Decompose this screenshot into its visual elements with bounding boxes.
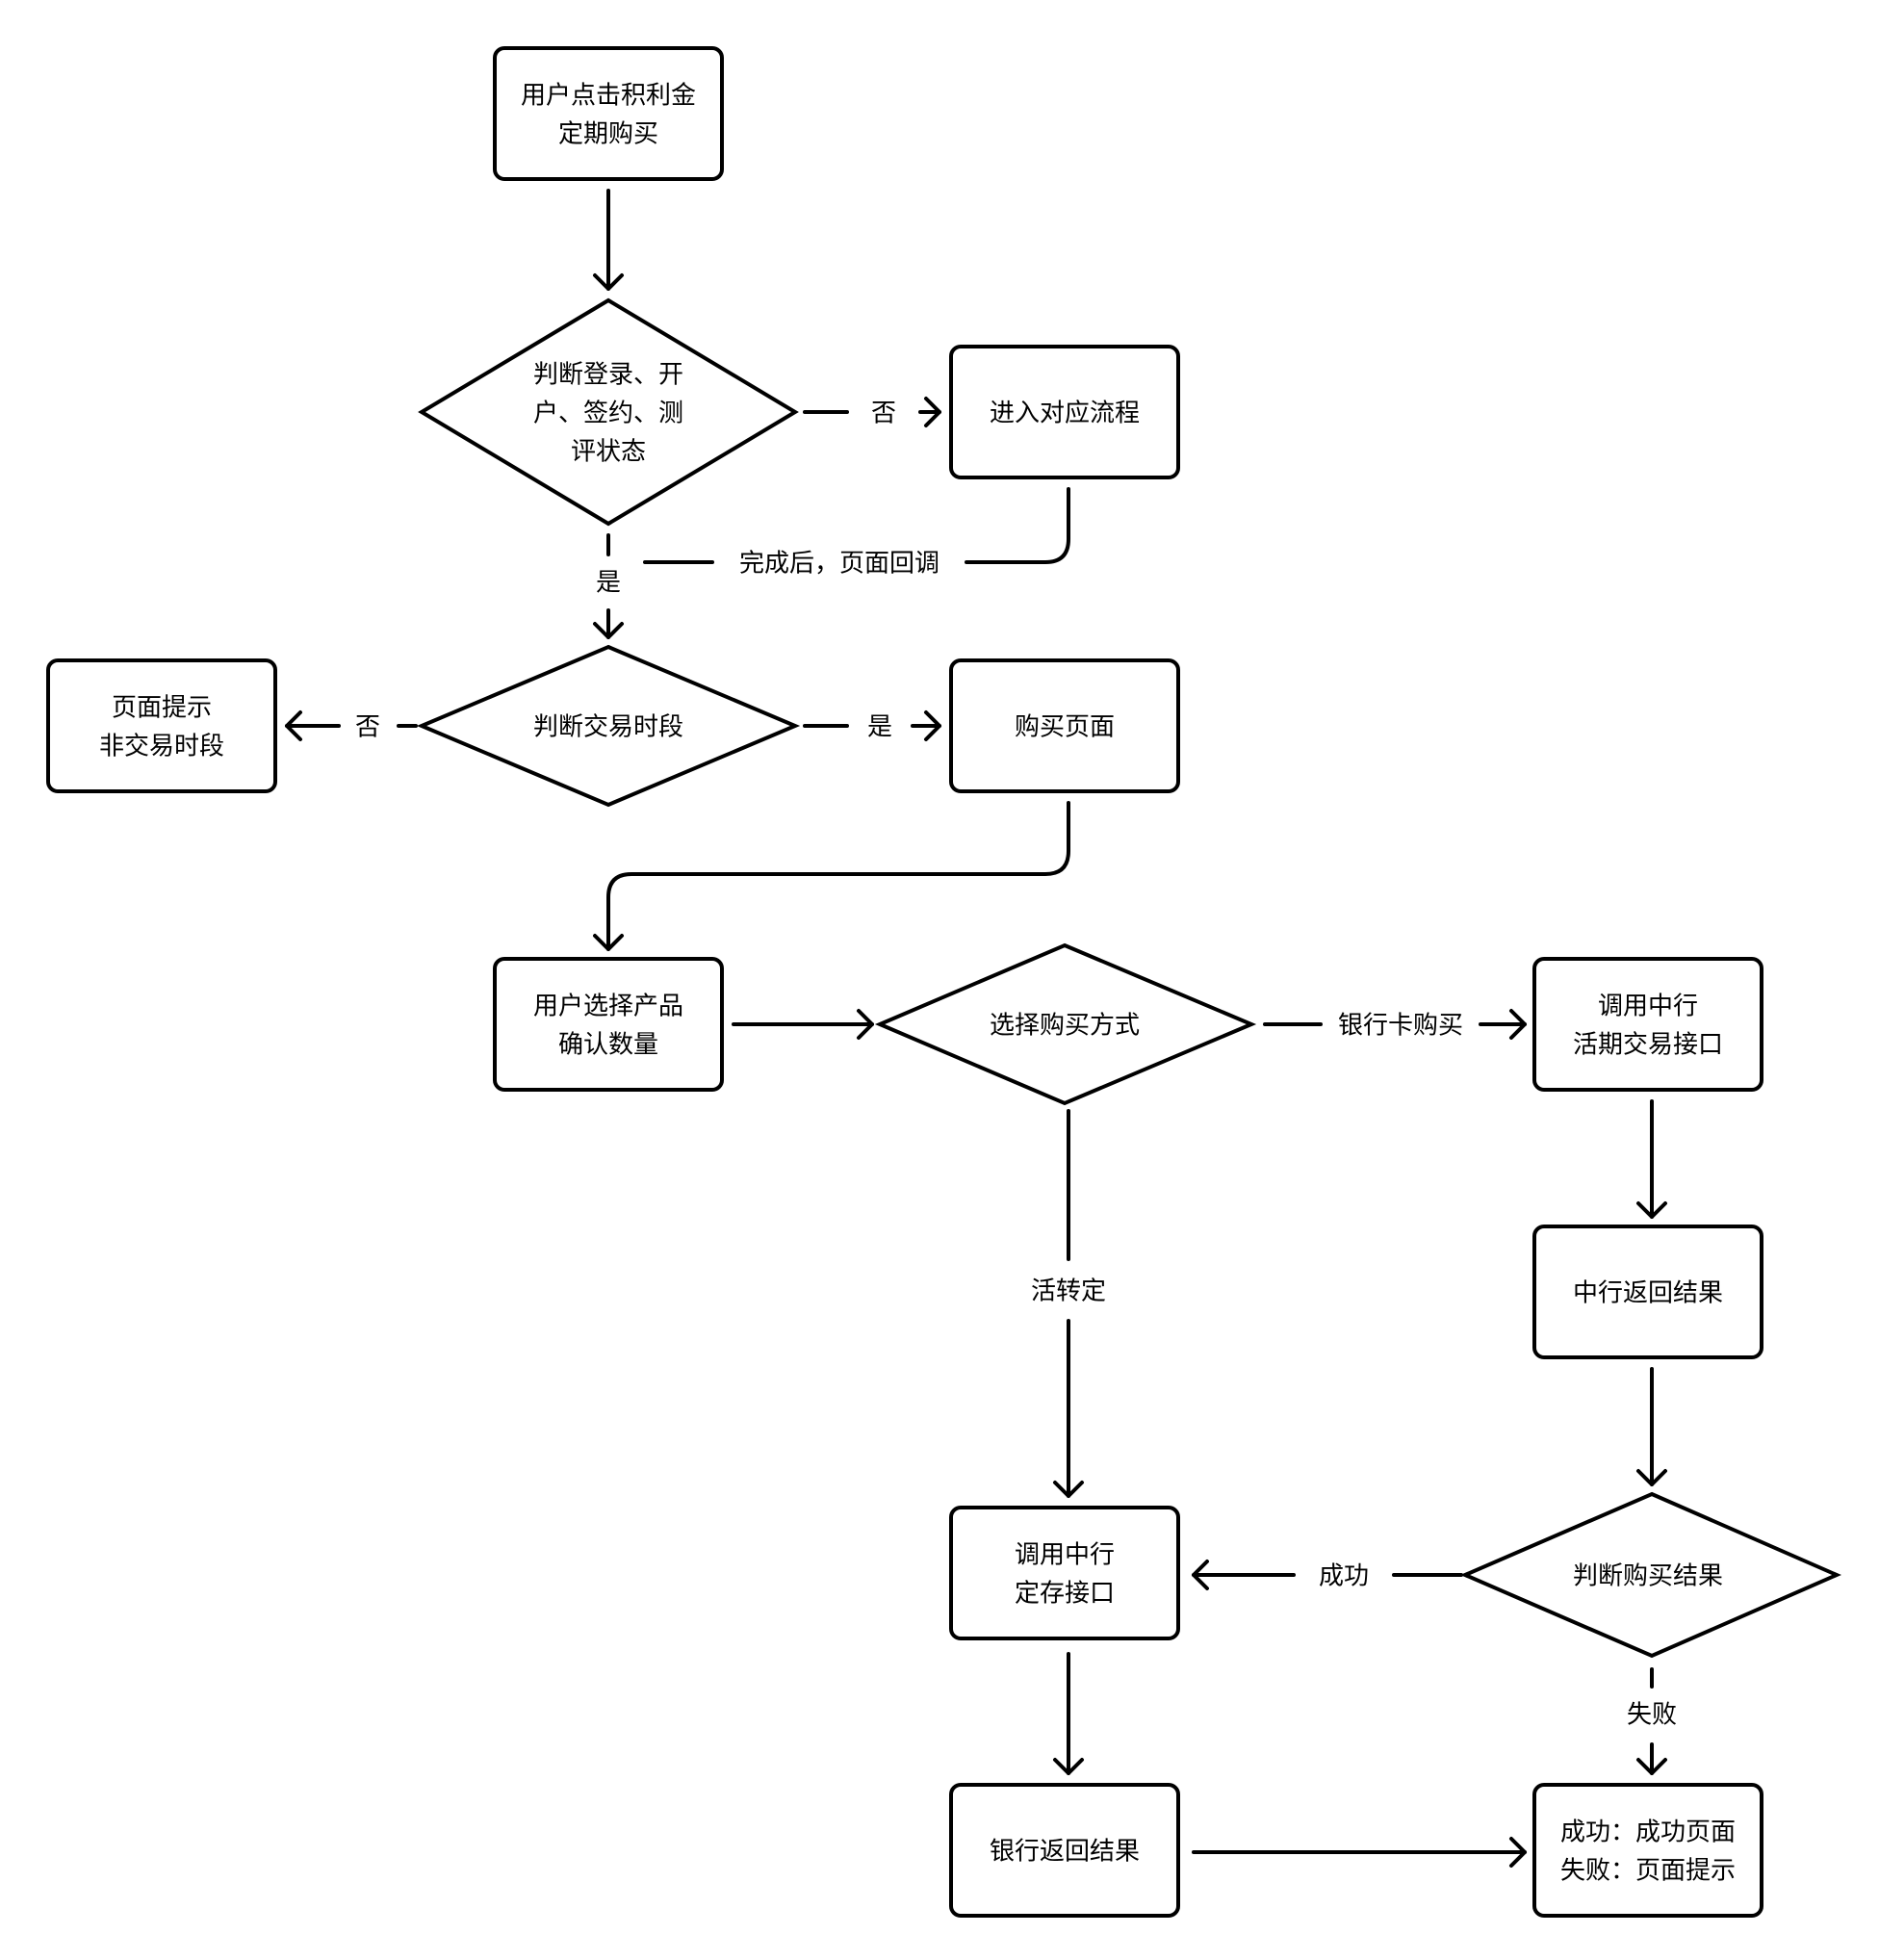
node-check-status-line-2: 户、签约、测 xyxy=(533,400,683,428)
edge-label-fail: 失败 xyxy=(1627,1701,1677,1730)
node-bank-result-line-1: 银行返回结果 xyxy=(990,1838,1140,1867)
node-judge-result-line-1: 判断购买结果 xyxy=(1573,1562,1723,1591)
node-start: 用户点击积利金 定期购买 xyxy=(493,46,724,181)
node-check-status-line-1: 判断登录、开 xyxy=(533,361,683,390)
node-check-status: 判断登录、开 户、签约、测 评状态 xyxy=(418,297,799,527)
edge-labels: 否 是 完成后，页面回调 否 是 银行卡购买 活转定 成功 失败 xyxy=(355,400,1677,1730)
flow-edges xyxy=(285,189,1667,1868)
node-start-line-1: 用户点击积利金 xyxy=(521,82,696,111)
node-final-tip-line-2: 失败：页面提示 xyxy=(1560,1857,1736,1886)
node-purchase-page-line-1: 购买页面 xyxy=(1015,713,1115,742)
node-check-time: 判断交易时段 xyxy=(416,644,801,808)
node-check-status-line-3: 评状态 xyxy=(571,438,646,467)
node-purchase-page: 购买页面 xyxy=(949,658,1180,793)
node-start-line-2: 定期购买 xyxy=(558,120,658,149)
node-select-method-line-1: 选择购买方式 xyxy=(990,1012,1140,1041)
edge-label-callback: 完成后，页面回调 xyxy=(739,550,940,579)
node-final-tip: 成功：成功页面 失败：页面提示 xyxy=(1532,1783,1763,1918)
edge-label-status-no: 否 xyxy=(871,400,896,428)
node-call-deposit-api: 调用中行 定存接口 xyxy=(949,1506,1180,1640)
node-non-trading-tip: 页面提示 非交易时段 xyxy=(46,658,277,793)
node-call-current-api-line-2: 活期交易接口 xyxy=(1573,1031,1723,1060)
node-call-deposit-api-line-2: 定存接口 xyxy=(1015,1580,1115,1609)
node-select-method: 选择购买方式 xyxy=(874,942,1257,1106)
node-call-current-api-line-1: 调用中行 xyxy=(1598,993,1698,1021)
edge-label-status-yes: 是 xyxy=(596,569,621,598)
node-bank-result: 银行返回结果 xyxy=(949,1783,1180,1918)
node-non-trading-tip-line-2: 非交易时段 xyxy=(99,733,224,761)
node-call-deposit-api-line-1: 调用中行 xyxy=(1015,1541,1115,1570)
node-enter-flow: 进入对应流程 xyxy=(949,345,1180,479)
node-call-current-api: 调用中行 活期交易接口 xyxy=(1532,957,1763,1092)
edge-label-time-no: 否 xyxy=(355,713,380,742)
node-boc-result: 中行返回结果 xyxy=(1532,1225,1763,1359)
edge-label-time-yes: 是 xyxy=(867,713,892,742)
node-select-product: 用户选择产品 确认数量 xyxy=(493,957,724,1092)
node-final-tip-line-1: 成功：成功页面 xyxy=(1560,1818,1736,1847)
node-judge-result: 判断购买结果 xyxy=(1459,1491,1841,1659)
node-check-time-line-1: 判断交易时段 xyxy=(533,713,683,742)
node-enter-flow-line-1: 进入对应流程 xyxy=(990,400,1140,428)
node-select-product-line-2: 确认数量 xyxy=(558,1031,658,1060)
edge-label-bank-card: 银行卡购买 xyxy=(1338,1012,1463,1041)
node-non-trading-tip-line-1: 页面提示 xyxy=(112,694,212,723)
edge-label-current-to-fixed: 活转定 xyxy=(1031,1277,1106,1306)
node-select-product-line-1: 用户选择产品 xyxy=(533,993,683,1021)
edge-label-success: 成功 xyxy=(1319,1562,1369,1591)
node-boc-result-line-1: 中行返回结果 xyxy=(1573,1279,1723,1308)
